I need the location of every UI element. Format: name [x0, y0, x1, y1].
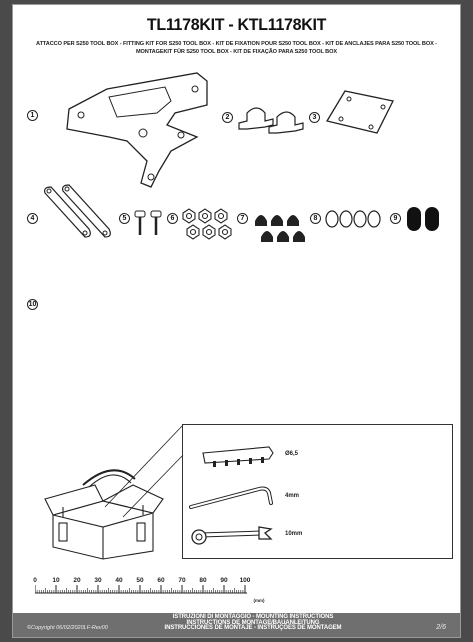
page-number: 2/6: [436, 624, 446, 631]
part-number-2: 2: [222, 112, 233, 123]
rubber-blocks-icon: [407, 207, 439, 231]
part-number-8: 8: [310, 213, 321, 224]
footer-title: ISTRUZIONI DI MONTAGGIO - MOUNTING INSTR…: [133, 614, 373, 632]
ruler-tick-10: 10: [52, 577, 60, 584]
instruction-page: TL1178KIT - KTL1178KIT ATTACCO PER S250 …: [12, 4, 461, 638]
page-subtitle-line1: ATTACCO PER S250 TOOL BOX - FITTING KIT …: [36, 41, 437, 47]
part-number-7: 7: [237, 213, 248, 224]
footer-line1: ISTRUZIONI DI MONTAGGIO - MOUNTING INSTR…: [172, 614, 334, 620]
rubber-pad-icon: [325, 90, 394, 134]
ruler-tick-40: 40: [115, 577, 123, 584]
screws-icon: [134, 210, 162, 235]
ruler-tick-70: 70: [178, 577, 186, 584]
ruler-tick-30: 30: [94, 577, 102, 584]
nuts-icon: [182, 208, 232, 240]
ruler-tick-100: 100: [239, 577, 251, 584]
page-title: TL1178KIT - KTL1178KIT: [146, 16, 327, 35]
part-number-6: 6: [167, 213, 178, 224]
part-number-5: 5: [119, 213, 130, 224]
allen-key-icon: [189, 486, 273, 509]
page-footer: ©Copyright 06/02/2020LF-Rev00 ISTRUZIONI…: [13, 613, 460, 637]
spacer-bars-icon: [44, 184, 111, 238]
part-number-3: 3: [309, 112, 320, 123]
ruler-scale-icon: [35, 585, 247, 594]
part-number-10: 10: [27, 299, 38, 310]
pipe-clamp-icon: [238, 107, 304, 134]
tools-inset: Ø6,5 4mm 10mm: [182, 424, 453, 559]
bracket-plate-icon: [66, 72, 208, 188]
washers-icon: [325, 210, 381, 228]
cap-nuts-icon: [255, 215, 305, 242]
ruler-tick-50: 50: [136, 577, 144, 584]
scale-ruler: 0 10 20 30 40 50 60 70 80 90 100 (mm): [33, 577, 270, 609]
tool-label-hex: Ø6,5: [285, 451, 299, 457]
copyright-text: ©Copyright 06/02/2020LF-Rev00: [27, 625, 108, 631]
ruler-tick-20: 20: [73, 577, 81, 584]
ruler-tick-0: 0: [33, 577, 37, 584]
combination-wrench-icon: [191, 526, 273, 545]
footer-line3: INSTRUCCIONES DE MONTAJE - INSTRUÇÕES DE…: [164, 625, 342, 632]
toolbox-icon: [44, 424, 184, 560]
ruler-tick-60: 60: [157, 577, 165, 584]
tool-label-wrench: 10mm: [285, 531, 303, 537]
ruler-unit: (mm): [253, 598, 265, 603]
hex-key-set-icon: [202, 446, 274, 467]
part-number-9: 9: [390, 213, 401, 224]
tool-label-allen: 4mm: [285, 493, 300, 499]
ruler-tick-80: 80: [199, 577, 207, 584]
ruler-tick-90: 90: [220, 577, 228, 584]
footer-line2: INSTRUCTIONS DE MONTAGE/BAUANLEITUNG: [186, 619, 320, 626]
part-number-4: 4: [27, 213, 38, 224]
page-subtitle-line2: MONTAGEKIT FÜR S250 TOOL BOX - KIT DE FI…: [135, 49, 337, 55]
part-number-1: 1: [27, 110, 38, 121]
